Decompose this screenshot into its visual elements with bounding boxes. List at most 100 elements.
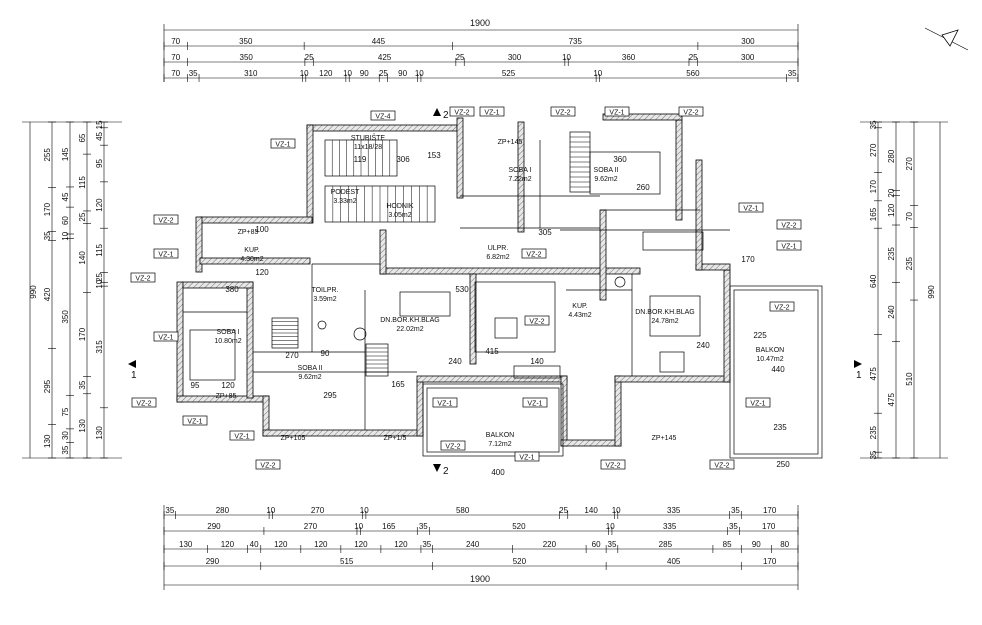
dim-label: 515 bbox=[340, 557, 354, 566]
dim-label: 75 bbox=[61, 407, 70, 416]
dim-label: 35 bbox=[869, 120, 878, 129]
inner-dim-label: 153 bbox=[427, 151, 441, 160]
section-marker-2-top: 2 bbox=[433, 108, 449, 121]
dim-label: 90 bbox=[752, 540, 761, 549]
room-name-kup-left: KUP. bbox=[244, 247, 259, 254]
room-labels: STUBIŠTE11x18/28PODEST3.33m2HODNIK3.05m2… bbox=[214, 133, 784, 448]
dim-label: 510 bbox=[905, 372, 914, 386]
window-tag-label: VZ-2 bbox=[158, 218, 173, 225]
dim-label: 120 bbox=[95, 198, 104, 212]
room-name-soba-left-2: SOBA II bbox=[298, 365, 323, 372]
building-walls bbox=[176, 113, 731, 447]
dim-label: 10 bbox=[300, 69, 309, 78]
room-name-soba-top-2: SOBA II bbox=[594, 167, 619, 174]
inner-dim-label: 140 bbox=[530, 357, 544, 366]
dim-label: 70 bbox=[171, 37, 180, 46]
inner-dim-label: 380 bbox=[225, 285, 239, 294]
dim-label: 120 bbox=[314, 540, 328, 549]
window-tag: VZ-2 bbox=[600, 459, 626, 470]
dim-label: 220 bbox=[543, 540, 557, 549]
window-tag: VZ-2 bbox=[769, 301, 795, 312]
zp-label: ZP+85 bbox=[216, 393, 237, 400]
window-tag: VZ-2 bbox=[678, 106, 704, 117]
dim-label: 35 bbox=[61, 445, 70, 454]
dim-label: 280 bbox=[216, 506, 230, 515]
svg-text:2: 2 bbox=[443, 110, 449, 121]
inner-dim-label: 95 bbox=[191, 381, 200, 390]
dim-label: 10 bbox=[95, 279, 104, 288]
dim-label: 350 bbox=[240, 53, 254, 62]
inner-dim-label: 235 bbox=[773, 423, 787, 432]
room-name-podest: PODEST bbox=[331, 189, 361, 196]
window-tag: VZ-1 bbox=[522, 397, 548, 408]
dim-label: 95 bbox=[95, 159, 104, 168]
dim-label: 65 bbox=[78, 133, 87, 142]
dim-label: 35 bbox=[731, 506, 740, 515]
room-area-soba-top-2: 9.62m2 bbox=[594, 176, 617, 183]
dim-label: 300 bbox=[508, 53, 522, 62]
dim-label: 270 bbox=[905, 157, 914, 171]
window-tag-label: VZ-2 bbox=[135, 276, 150, 283]
room-area-dnbor-left: 22.02m2 bbox=[396, 326, 423, 333]
zp-label: ZP+145 bbox=[498, 139, 523, 146]
zp-label: ZP+105 bbox=[281, 435, 306, 442]
window-tag: VZ-2 bbox=[524, 315, 550, 326]
room-name-kup-right: KUP. bbox=[572, 303, 587, 310]
dim-label: 10 bbox=[343, 69, 352, 78]
dim-label: 85 bbox=[723, 540, 732, 549]
inner-dim-label: 440 bbox=[771, 365, 785, 374]
window-tag-label: VZ-1 bbox=[484, 110, 499, 117]
dim-label: 10 bbox=[360, 506, 369, 515]
dim-label: 35 bbox=[189, 69, 198, 78]
section-marker-1-left: 1 bbox=[128, 360, 137, 381]
bottom-total-dim: 1900 bbox=[470, 574, 490, 584]
dim-label: 445 bbox=[372, 37, 386, 46]
inner-dim-label: 120 bbox=[255, 268, 269, 277]
dim-label: 170 bbox=[762, 522, 776, 531]
dim-label: 10 bbox=[266, 506, 275, 515]
window-tag-label: VZ-2 bbox=[526, 252, 541, 259]
section-marker-1-right: 1 bbox=[854, 360, 862, 381]
inner-dim-label: 305 bbox=[538, 228, 552, 237]
inner-dim-label: 295 bbox=[323, 391, 337, 400]
window-tag: VZ-1 bbox=[479, 106, 505, 117]
dim-label: 235 bbox=[905, 256, 914, 270]
window-tag: VZ-1 bbox=[432, 397, 458, 408]
window-tag: VZ-2 bbox=[131, 397, 157, 408]
room-name-balkon-right: BALKON bbox=[756, 347, 784, 354]
window-tag: VZ-1 bbox=[270, 138, 296, 149]
small-staircase-left bbox=[271, 317, 299, 349]
window-tag: VZ-1 bbox=[738, 202, 764, 213]
window-tag-label: VZ-2 bbox=[454, 110, 469, 117]
window-tag-label: VZ-2 bbox=[605, 463, 620, 470]
dim-label: 35 bbox=[788, 69, 797, 78]
dim-label: 165 bbox=[382, 522, 396, 531]
window-tag: VZ-4 bbox=[370, 110, 396, 121]
window-tag-label: VZ-1 bbox=[158, 335, 173, 342]
window-tag: VZ-1 bbox=[776, 240, 802, 251]
inner-dim-label: 170 bbox=[741, 255, 755, 264]
window-tag-label: VZ-1 bbox=[437, 401, 452, 408]
dim-label: 525 bbox=[502, 69, 516, 78]
dim-label: 280 bbox=[887, 149, 896, 163]
window-tag-label: VZ-2 bbox=[136, 401, 151, 408]
balcony-right-outline bbox=[729, 285, 823, 459]
window-tag-label: VZ-1 bbox=[750, 401, 765, 408]
room-area-balkon-right: 10.47m2 bbox=[756, 356, 783, 363]
dim-label: 35 bbox=[869, 450, 878, 459]
dim-label: 170 bbox=[78, 327, 87, 341]
dim-label: 120 bbox=[221, 540, 235, 549]
room-area-hodnik: 3.05m2 bbox=[388, 212, 411, 219]
dim-label: 25 bbox=[559, 506, 568, 515]
svg-text:1: 1 bbox=[131, 370, 137, 381]
